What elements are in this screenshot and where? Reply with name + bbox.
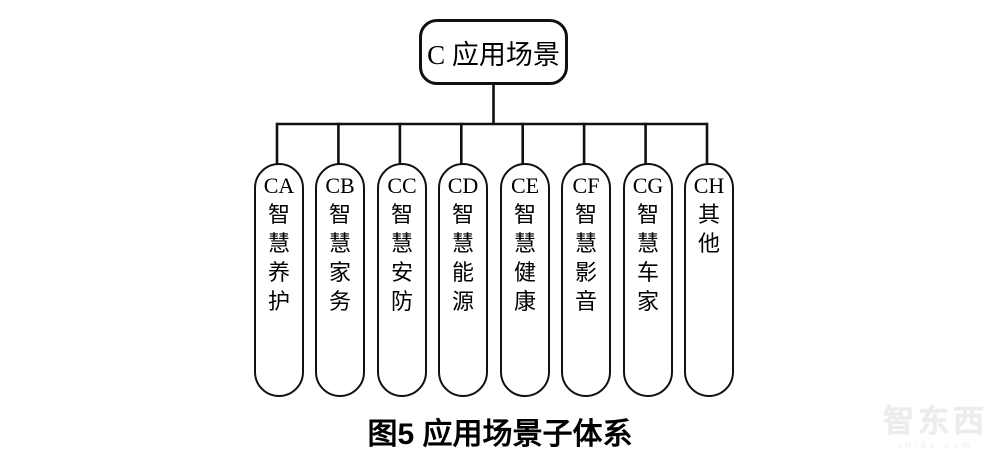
watermark-url: zhidx.com <box>897 440 974 450</box>
node-code: CD <box>447 173 479 198</box>
tree-node-ca: CA 智慧养护 <box>254 163 304 397</box>
tree-node-cg: CG 智慧车家 <box>623 163 673 397</box>
node-code: CC <box>387 173 417 198</box>
node-code: CG <box>632 173 664 198</box>
node-code: CA <box>263 173 295 198</box>
node-code: CF <box>572 173 600 198</box>
node-label: 智慧影音 <box>574 202 597 314</box>
node-code: CB <box>325 173 355 198</box>
watermark: 智东西 zhidx.com <box>883 406 988 450</box>
node-code: CH <box>693 173 725 198</box>
node-label: 智慧能源 <box>451 202 474 314</box>
tree-node-cd: CD 智慧能源 <box>438 163 488 397</box>
watermark-logo: 智东西 <box>883 404 988 439</box>
node-label: 智慧安防 <box>390 202 413 314</box>
tree-node-ch: CH 其他 <box>684 163 734 397</box>
figure-caption: 图5 应用场景子体系 <box>367 418 633 451</box>
tree-node-ce: CE 智慧健康 <box>500 163 550 397</box>
node-label: 其他 <box>697 202 720 256</box>
node-label: 智慧养护 <box>267 202 290 314</box>
tree-node-cf: CF 智慧影音 <box>561 163 611 397</box>
node-code: CE <box>510 173 540 198</box>
tree-root-label: C 应用场景 <box>427 39 560 70</box>
node-label: 智慧健康 <box>513 202 536 314</box>
node-label: 智慧家务 <box>328 202 351 314</box>
tree-node-cb: CB 智慧家务 <box>315 163 365 397</box>
tree-node-cc: CC 智慧安防 <box>377 163 427 397</box>
tree-root-node: C 应用场景 <box>419 19 568 85</box>
node-label: 智慧车家 <box>636 202 659 314</box>
